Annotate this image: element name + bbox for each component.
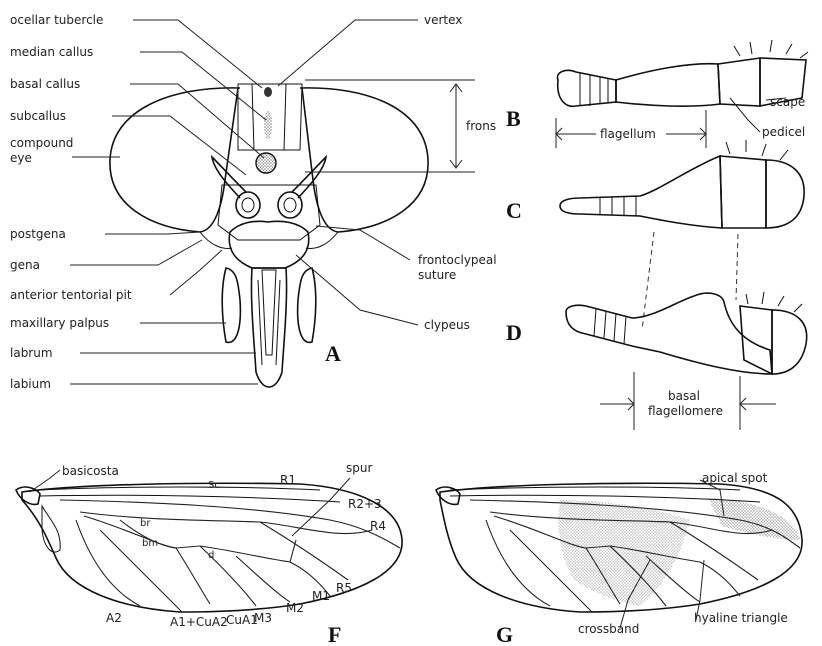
label-pedicel: pedicel <box>762 125 805 139</box>
label-spur: spur <box>346 461 372 475</box>
basal-callus <box>256 153 276 173</box>
label-crossband: crossband <box>578 622 639 636</box>
label-anterior-tentorial-pit: anterior tentorial pit <box>10 288 132 302</box>
label-basal: basal <box>668 389 700 403</box>
label-flagellomere: flagellomere <box>648 404 723 418</box>
left-compound-eye <box>110 88 240 232</box>
labium <box>251 268 286 387</box>
label-clypeus: clypeus <box>424 318 470 332</box>
panel-label-a: A <box>325 341 341 366</box>
label-apical-spot: apical spot <box>702 471 768 485</box>
label-br: br <box>140 518 151 529</box>
panel-label-g: G <box>496 622 513 646</box>
left-maxillary-palpus <box>222 268 240 342</box>
label-cua1: CuA1 <box>226 613 258 627</box>
label-bm: bm <box>142 538 158 549</box>
label-scape: scape <box>770 95 805 109</box>
wing-g-drawing <box>436 483 802 612</box>
label-d: d <box>208 550 214 561</box>
label-median-callus: median callus <box>10 45 93 59</box>
dashed-guide-right <box>736 234 738 300</box>
median-callus <box>264 111 272 139</box>
right-maxillary-palpus <box>298 268 316 342</box>
label-r4: R4 <box>370 519 386 533</box>
label-frontoclypeal-1: frontoclypeal <box>418 253 497 267</box>
ocellar-tubercle <box>264 87 272 97</box>
panel-label-c: C <box>506 198 522 223</box>
labrum <box>262 270 276 355</box>
label-labium: labium <box>10 377 51 391</box>
label-postgena: postgena <box>10 227 66 241</box>
crossband-shading <box>559 500 690 606</box>
label-ocellar-tubercle: ocellar tubercle <box>10 13 103 27</box>
label-a2: A2 <box>106 611 122 625</box>
label-labrum: labrum <box>10 346 53 360</box>
label-hyaline-triangle: hyaline triangle <box>694 611 788 625</box>
label-m1: M1 <box>312 589 330 603</box>
label-compound-eye-2: eye <box>10 151 32 165</box>
antenna-c-drawing <box>560 140 804 228</box>
right-compound-eye <box>300 88 428 232</box>
label-gena: gena <box>10 258 40 272</box>
clypeus <box>229 221 309 268</box>
panel-label-f: F <box>328 622 341 646</box>
label-m2: M2 <box>286 601 304 615</box>
label-basicosta: basicosta <box>62 464 119 478</box>
label-frons: frons <box>466 119 496 133</box>
head-drawing <box>110 84 428 387</box>
label-sc: Sc <box>208 480 220 491</box>
antenna-d-drawing <box>566 292 807 374</box>
label-frontoclypeal-2: suture <box>418 268 456 282</box>
label-compound-eye-1: compound <box>10 136 73 150</box>
label-subcallus: subcallus <box>10 109 66 123</box>
label-flagellum: flagellum <box>600 127 656 141</box>
label-r5: R5 <box>336 581 352 595</box>
label-r1: R1 <box>280 473 296 487</box>
subcallus <box>218 185 320 240</box>
panel-label-d: D <box>506 320 522 345</box>
label-r23: R2+3 <box>348 497 382 511</box>
label-maxillary-palpus: maxillary palpus <box>10 316 109 330</box>
label-a1cua2: A1+CuA2 <box>170 615 228 629</box>
label-vertex: vertex <box>424 13 462 27</box>
panel-label-b: B <box>506 106 521 131</box>
label-basal-callus: basal callus <box>10 77 80 91</box>
